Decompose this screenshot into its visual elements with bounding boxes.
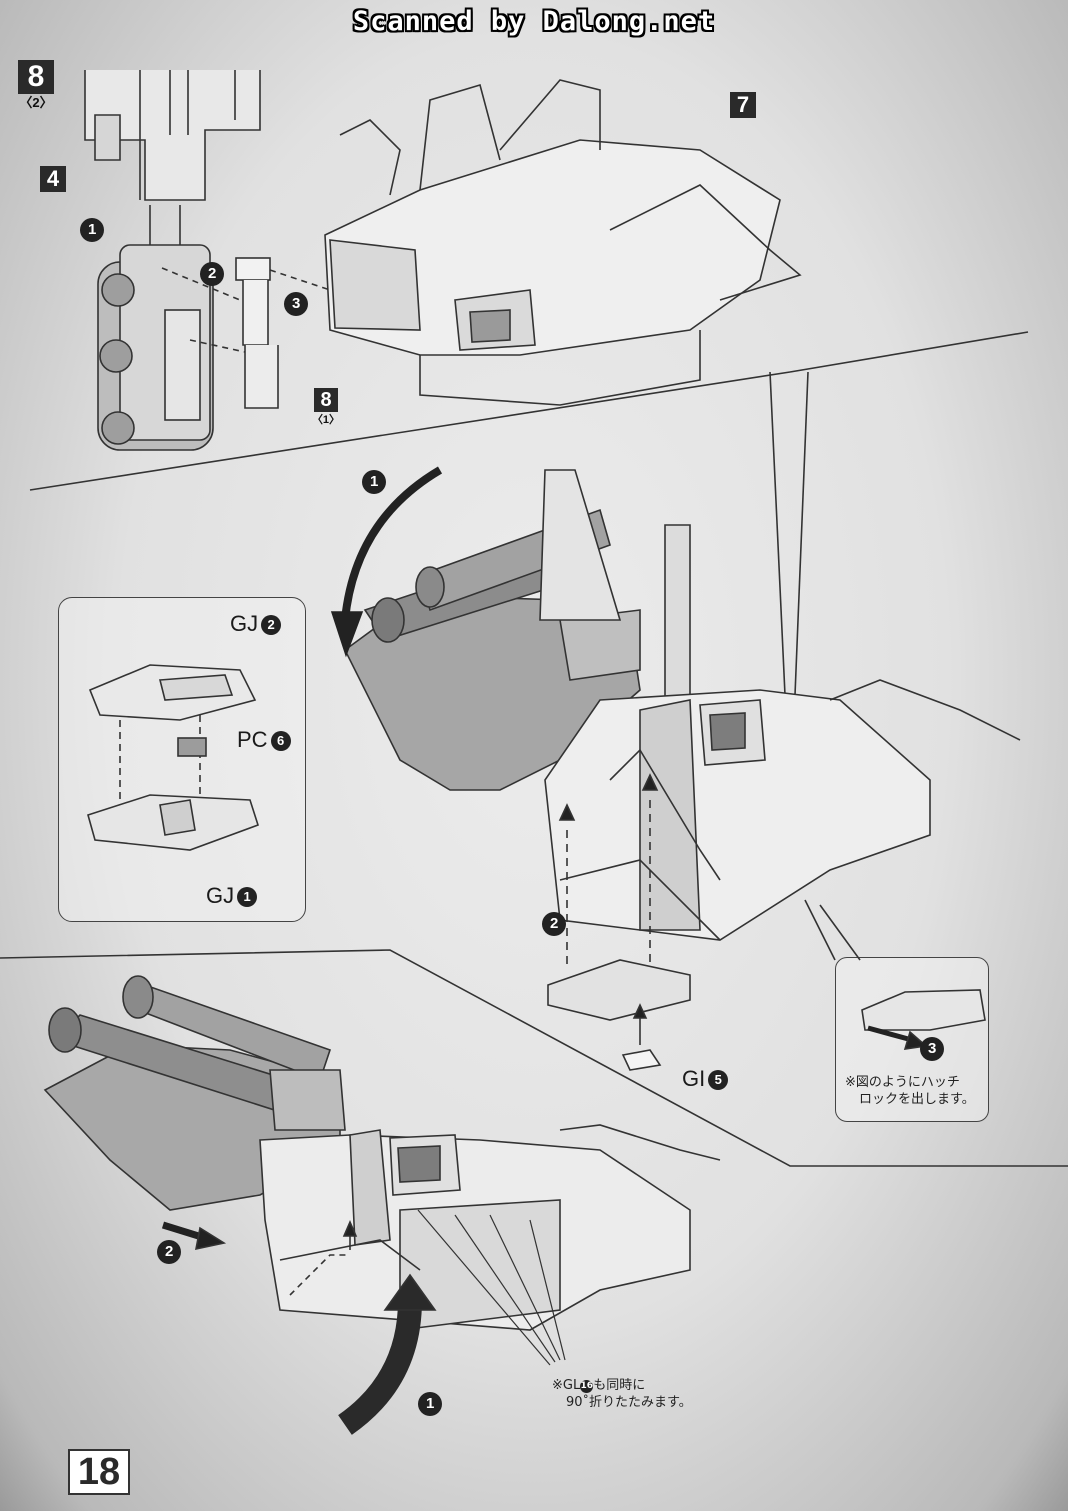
gl-note-line-2: 90˚折りたたみます。 — [566, 1395, 692, 1410]
ref-badge-8: 8 — [314, 388, 338, 412]
divider-line-1 — [29, 371, 791, 491]
gl-part-number-badge: 16 — [580, 1380, 594, 1393]
part-number-badge: 2 — [261, 615, 282, 635]
part-number-badge: 1 — [237, 887, 258, 907]
divider-line-2 — [789, 331, 1029, 373]
parts-inset-box — [58, 597, 306, 922]
page-number: 18 — [68, 1449, 130, 1495]
step-number: 8 — [27, 60, 45, 93]
callout-line-a — [769, 371, 786, 696]
hatch-note-line-2: ロックを出します。 — [859, 1092, 975, 1107]
gl-note-prefix: ※GL — [552, 1378, 581, 1393]
scanner-watermark: Scanned by Dalong.net — [352, 6, 716, 37]
gl-note-suffix: も同時に — [593, 1378, 646, 1393]
ref-badge-4: 4 — [40, 166, 66, 192]
part-number-badge: 5 — [708, 1070, 729, 1090]
ref-badge-8-sub: 〈1〉 — [311, 414, 341, 426]
hatch-lock-note: ※図のようにハッチ ロックを出します。 — [845, 1074, 975, 1108]
part-number-badge: 6 — [270, 731, 291, 751]
gl-fold-note: ※GL16も同時に 90˚折りたたみます。 — [552, 1377, 692, 1411]
hatch-note-line-1: ※図のようにハッチ — [845, 1075, 960, 1090]
step-number-badge: 8 — [18, 60, 54, 94]
step-sub-badge: 〈2〉 — [19, 95, 53, 110]
ref-badge-7: 7 — [730, 92, 756, 118]
divider-line-3 — [0, 949, 1068, 1167]
